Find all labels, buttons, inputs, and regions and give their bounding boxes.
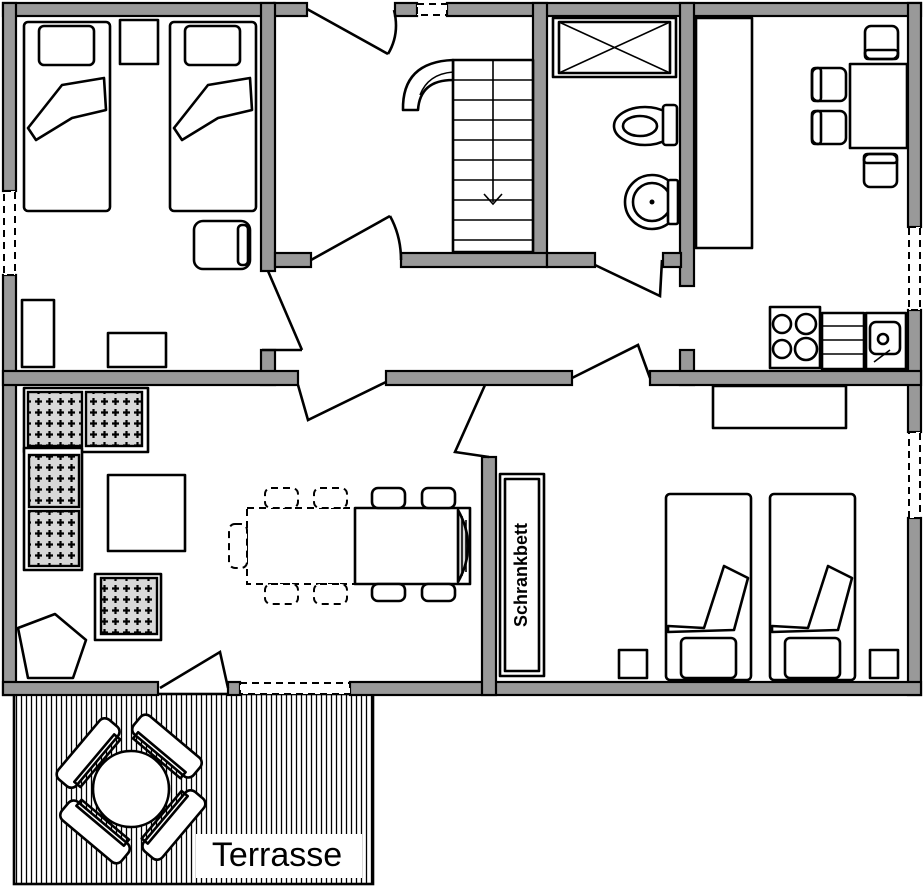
stairs-icon: [401, 58, 535, 254]
shelf: [711, 384, 848, 430]
chair-icon: [420, 582, 457, 603]
window-icon: [416, 3, 448, 16]
nightstand: [868, 648, 900, 680]
toilet-icon: [612, 103, 679, 147]
nightstand: [617, 648, 649, 680]
cabinet: [694, 16, 754, 250]
window-icon: [908, 431, 921, 519]
kitchen: [694, 16, 909, 371]
armchair-icon: [93, 572, 163, 642]
counter: [820, 311, 866, 371]
chair-icon: [810, 109, 848, 146]
sofa-icon: [22, 386, 150, 572]
walls: [1, 1, 923, 697]
windows: [3, 3, 921, 695]
kitchen-sink-icon: [864, 311, 908, 371]
bed-icon: [168, 20, 258, 213]
door-icon: [296, 380, 387, 422]
nightstand: [118, 18, 160, 66]
door-icon: [453, 384, 490, 459]
murphy-bed: [498, 472, 546, 678]
terrace: [12, 692, 375, 886]
chair-icon: [810, 66, 848, 103]
window-icon: [908, 226, 921, 311]
bedroom-2: [498, 384, 900, 682]
table-icon: [848, 62, 909, 150]
door-icon: [262, 270, 304, 352]
round-table-icon: [55, 713, 207, 865]
bed-icon: [22, 20, 112, 213]
door-icon: [306, 7, 398, 56]
window-icon: [239, 682, 351, 695]
doors: [159, 7, 664, 690]
sink-icon: [623, 173, 681, 231]
pentagon-plant-stand-icon: [16, 612, 88, 680]
window-icon: [3, 190, 16, 276]
dining-extension-dashed: [228, 487, 356, 605]
door-icon: [571, 343, 652, 380]
shower-icon: [551, 16, 678, 79]
stove-icon: [768, 305, 822, 370]
door-icon: [310, 214, 403, 262]
door-icon: [594, 259, 664, 299]
living-room: [16, 386, 472, 680]
side-table: [20, 298, 56, 369]
chair-icon: [863, 24, 900, 61]
door-icon: [159, 649, 230, 690]
bedroom-1: [20, 18, 258, 369]
bed-icon: [768, 492, 857, 682]
table-icon: [353, 506, 472, 586]
chair-icon: [420, 486, 457, 510]
bed-icon: [664, 492, 753, 682]
table-icon: [106, 473, 187, 553]
chair-icon: [370, 486, 407, 510]
terrace-label: Terrasse: [212, 836, 342, 874]
low-cabinet: [106, 331, 168, 369]
chair-icon: [862, 152, 899, 189]
armchair-icon: [192, 219, 252, 271]
bathroom: [551, 16, 681, 231]
murphy-bed-label: Schrankbett: [511, 523, 531, 627]
chair-icon: [370, 582, 407, 603]
